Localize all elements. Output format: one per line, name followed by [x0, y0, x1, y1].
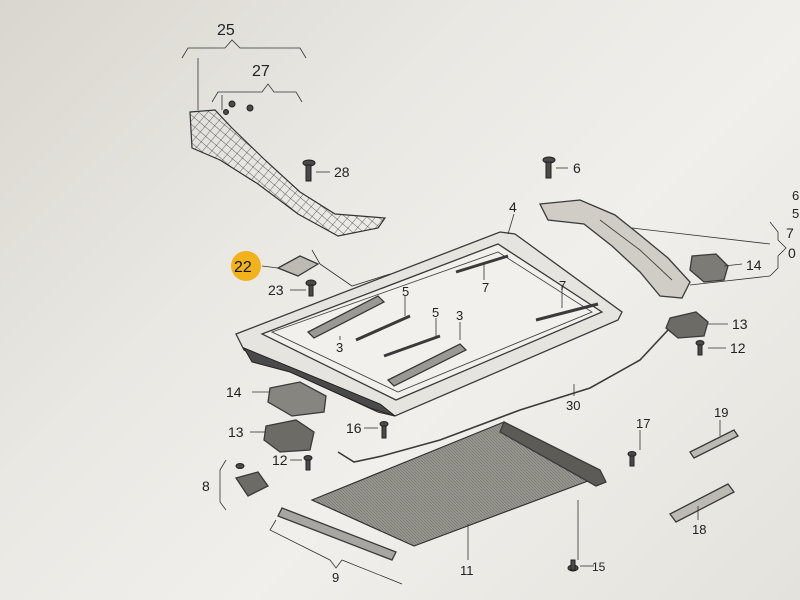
callout-27: 27: [252, 63, 270, 80]
callout-11: 11: [460, 563, 474, 578]
bracket-22: 22: [231, 249, 391, 287]
screw-6: 6: [542, 156, 581, 179]
motor-14-right: 14: [689, 253, 762, 283]
callout-7-a: 7: [482, 280, 489, 295]
callout-14-right: 14: [746, 257, 762, 273]
cable-30: 30: [337, 329, 669, 463]
motor-13-left: 13: [228, 419, 315, 453]
callout-edge-6: 6: [792, 188, 799, 203]
callout-3-a: 3: [336, 340, 343, 355]
callout-edge-5: 5: [792, 206, 799, 221]
screw-17: 17: [627, 416, 650, 467]
callout-12-left: 12: [272, 452, 288, 468]
screw-16: 16: [346, 420, 389, 439]
callout-9: 9: [332, 570, 339, 585]
motor-14-left: 14: [226, 381, 327, 417]
callout-28: 28: [334, 164, 350, 180]
cargo-net: [189, 100, 387, 237]
callout-5-a: 5: [402, 284, 409, 299]
callout-16: 16: [346, 420, 362, 436]
callout-edge-0: 0: [788, 245, 796, 261]
callout-13-left: 13: [228, 424, 244, 440]
grease-tube-19: 19: [689, 405, 739, 459]
inner-guides: 5 5 3 3 7 7: [306, 254, 599, 387]
screw-28: 28: [302, 159, 350, 182]
screw-15: 15: [567, 500, 606, 574]
motor-13-right: 13: [665, 311, 748, 339]
net-clip-c: [223, 109, 229, 115]
screw-12-right: 12: [695, 340, 746, 356]
callout-6: 6: [573, 160, 581, 176]
callout-14-left: 14: [226, 384, 242, 400]
grease-tube-18: 18: [669, 483, 735, 537]
net-clip-b: [246, 104, 254, 112]
callout-4: 4: [509, 199, 517, 215]
callout-23: 23: [268, 282, 284, 298]
net-clip-a: [228, 100, 236, 108]
callout-7-b: 7: [559, 278, 566, 293]
net-bracket-group: 25 27: [181, 22, 307, 110]
bracket-8: 8: [202, 459, 269, 511]
callout-22-highlight: [231, 251, 261, 281]
callout-25: 25: [217, 22, 235, 39]
callout-13-right: 13: [732, 316, 748, 332]
sun-shade: 11: [310, 421, 607, 578]
guide-rail-9: 9: [269, 507, 403, 585]
callout-30: 30: [566, 398, 580, 413]
callout-8: 8: [202, 478, 210, 494]
callout-19: 19: [714, 405, 728, 420]
callout-5-b: 5: [432, 305, 439, 320]
callout-15: 15: [592, 560, 606, 574]
screw-12-left: 12: [272, 452, 313, 471]
side-rail-assembly: 7: [538, 199, 794, 299]
callout-12-right: 12: [730, 340, 746, 356]
callout-17: 17: [636, 416, 650, 431]
callout-3-b: 3: [456, 308, 463, 323]
sunroof-frame: 4: [235, 199, 623, 417]
callout-7-right: 7: [786, 225, 794, 241]
screw-23: 23: [268, 279, 317, 298]
callout-22: 22: [234, 259, 252, 276]
callout-18: 18: [692, 522, 706, 537]
